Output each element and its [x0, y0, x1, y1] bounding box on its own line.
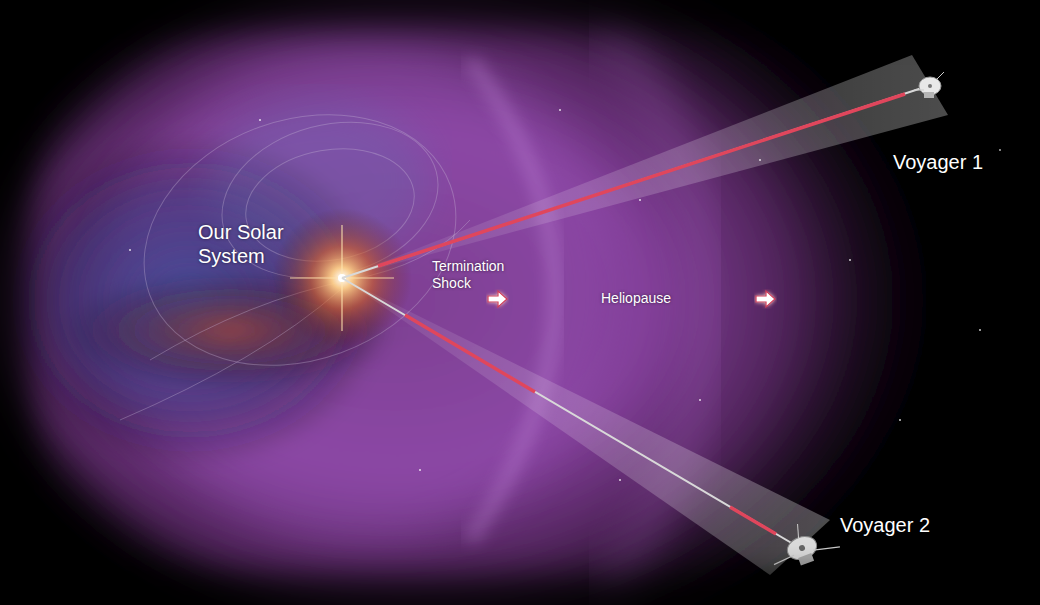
termination-shock-arc: [470, 60, 555, 540]
spacecraft-label: Voyager 2: [840, 513, 930, 537]
voyager-2-red-segment: [730, 507, 776, 534]
voyager-2-red-segment: [405, 315, 535, 392]
voyager-1-spacecraft: [914, 72, 944, 98]
voyager-2-spacecraft: [764, 513, 842, 574]
system-label: Our Solar System: [198, 220, 308, 268]
boundary-label: Termination Shock: [432, 258, 527, 292]
direction-arrow: [756, 291, 775, 307]
spacecraft-label: Voyager 1: [893, 150, 983, 174]
voyager-1-beam: [342, 55, 948, 278]
voyager-2-beam: [342, 278, 830, 575]
stars: [129, 109, 1001, 481]
voyager-2-trajectory: [342, 278, 800, 548]
voyager-1-red-segment: [378, 94, 905, 266]
direction-arrow: [488, 291, 507, 307]
heliosheath-glow: [0, 0, 940, 605]
voyager-1-trajectory: [342, 86, 928, 278]
boundary-label: Heliopause: [601, 290, 671, 307]
